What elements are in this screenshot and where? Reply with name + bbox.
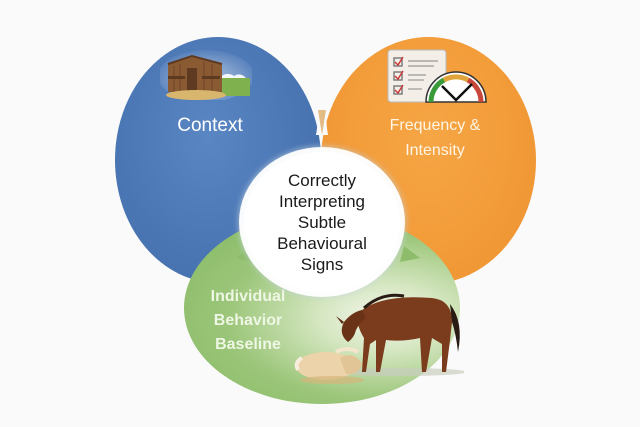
center-line-5: Signs [300, 254, 344, 274]
baseline-label-line-1: Individual [210, 288, 286, 305]
center-line-4: Behavioural [277, 233, 367, 253]
context-label: Context [150, 115, 270, 137]
baseline-label-line-3: Baseline [215, 336, 281, 353]
center-line-3: Subtle [297, 212, 347, 232]
center-line-2: Interpreting [279, 191, 365, 211]
barn-landscape-icon [160, 50, 252, 100]
frequency-intensity-label: Frequency & Intensity [365, 113, 505, 163]
center-topic-circle: Correctly Interpreting Subtle Behavioura… [244, 152, 400, 292]
horse-and-foal-illustration [294, 293, 464, 384]
frequency-label-line-2: Intensity [405, 142, 465, 159]
center-topic-text: Correctly Interpreting Subtle Behavioura… [277, 170, 367, 275]
baseline-label-line-2: Behavior [213, 312, 283, 329]
frequency-label-line-1: Frequency & [389, 117, 481, 134]
context-label-text: Context [177, 115, 243, 136]
checklist-gauge-icon [387, 49, 487, 103]
individual-baseline-label: Individual Behavior Baseline [188, 285, 308, 357]
center-line-1: Correctly [287, 170, 356, 190]
